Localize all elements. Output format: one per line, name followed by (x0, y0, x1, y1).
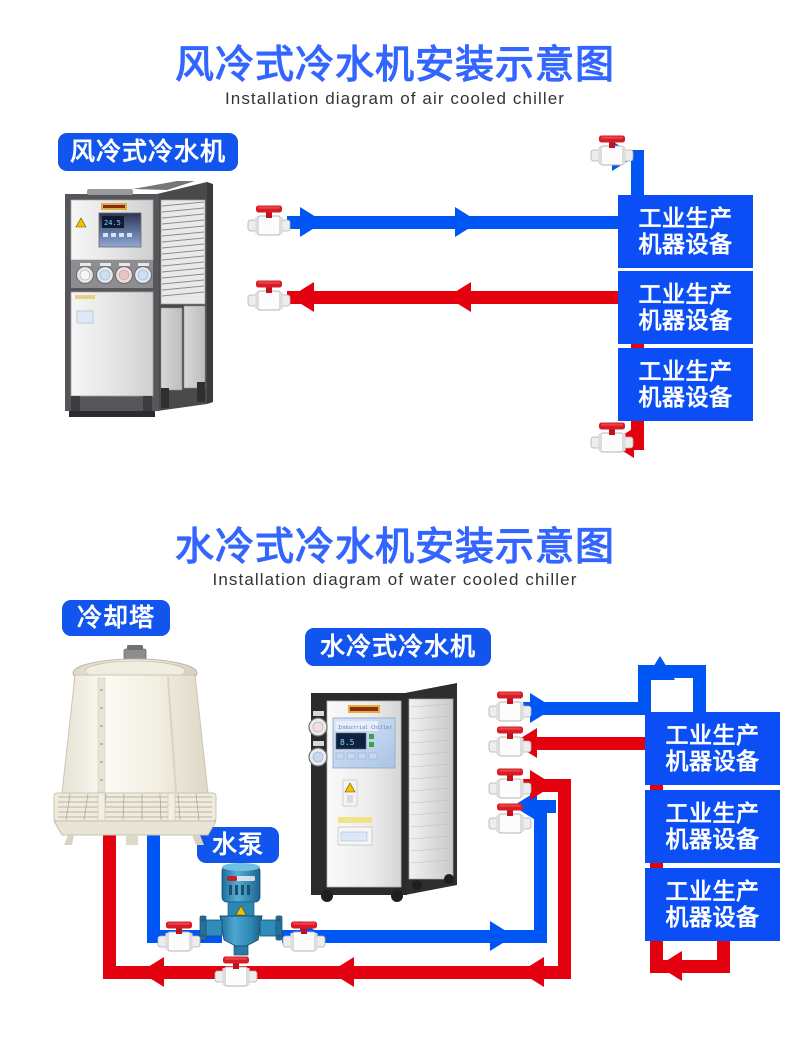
arrow-return-tower-b (330, 957, 354, 987)
equipment-box-2-3: 工业生产 机器设备 (645, 868, 780, 941)
valve-icon-condenser-in[interactable] (487, 802, 533, 836)
arrow-chilled-supply-up (645, 656, 675, 680)
arrow-return-1a (290, 282, 314, 312)
valve-icon-air-return[interactable] (246, 279, 292, 313)
air-cooled-chiller-image: 24.5 (65, 181, 213, 417)
cooling-tower-image (53, 645, 217, 845)
air-chiller-label: 风冷式冷水机 (58, 133, 238, 171)
arrow-return-1b (447, 282, 471, 312)
svg-text:Industrial Chiller: Industrial Chiller (338, 725, 392, 731)
svg-text:8.5: 8.5 (340, 738, 355, 747)
section-1-title-cn: 风冷式冷水机安装示意图 (174, 44, 615, 87)
pipe-chilled-supply-stub (523, 702, 651, 715)
equipment-box-1-2: 工业生产 机器设备 (618, 271, 753, 344)
pump-label: 水泵 (197, 827, 279, 863)
pipe-condenser-in-stub (534, 800, 556, 813)
pipe-chilled-return-stub (523, 737, 663, 750)
section-2-title-en: Installation diagram of water cooled chi… (212, 570, 578, 589)
equipment-box-line1: 工业生产 (638, 280, 733, 307)
equipment-box-line2: 机器设备 (665, 825, 760, 852)
equipment-box-line2: 机器设备 (638, 230, 733, 257)
equipment-box-1-1: 工业生产 机器设备 (618, 195, 753, 268)
arrow-pump-out-b (490, 921, 514, 951)
arrow-chilled-return-b (658, 951, 682, 981)
valve-icon-pump-drain[interactable] (213, 955, 259, 989)
equipment-box-1-3: 工业生产 机器设备 (618, 348, 753, 421)
arrow-condenser-out (530, 770, 554, 800)
arrow-supply-1a (300, 207, 324, 237)
water-pump-image (199, 863, 283, 956)
section-1-title-en: Installation diagram of air cooled chill… (224, 89, 566, 108)
equipment-box-line1: 工业生产 (665, 799, 760, 826)
equipment-box-line2: 机器设备 (638, 306, 733, 333)
pipe-pump-to-chiller (282, 930, 547, 943)
valve-icon-chilled-supply[interactable] (487, 690, 533, 724)
arrow-return-tower-c (520, 957, 544, 987)
equipment-box-line2: 机器设备 (665, 903, 760, 930)
valve-icon-air-supply[interactable] (246, 204, 292, 238)
equipment-box-line1: 工业生产 (665, 877, 760, 904)
equipment-box-line1: 工业生产 (638, 204, 733, 231)
valve-icon-chilled-return[interactable] (487, 725, 533, 759)
pipe-tower-supply-vertical (147, 833, 160, 937)
arrow-chilled-supply-a (530, 693, 554, 723)
valve-icon-condenser-out[interactable] (487, 767, 533, 801)
equipment-box-line1: 工业生产 (665, 721, 760, 748)
pipe-tower-return-vertical (103, 833, 116, 979)
water-cooled-chiller-image: Industrial Chiller 8.5 (308, 683, 457, 902)
equipment-box-2-1: 工业生产 机器设备 (645, 712, 780, 785)
equipment-box-line2: 机器设备 (665, 747, 760, 774)
arrow-return-tower-a (140, 957, 164, 987)
valve-icon-pump-inlet[interactable] (156, 920, 202, 954)
pipe-condenser-out-down (558, 779, 571, 972)
water-chiller-label: 水冷式冷水机 (305, 628, 491, 666)
svg-text:24.5: 24.5 (104, 219, 121, 227)
valve-icon-equipment-return[interactable] (589, 421, 635, 455)
equipment-box-line1: 工业生产 (638, 357, 733, 384)
section-2-title-cn: 水冷式冷水机安装示意图 (174, 526, 615, 569)
equipment-box-2-2: 工业生产 机器设备 (645, 790, 780, 863)
valve-icon-equipment-supply[interactable] (589, 134, 635, 168)
valve-icon-pump-outlet[interactable] (281, 920, 327, 954)
arrow-supply-1b (455, 207, 479, 237)
pipe-condenser-in-riser (534, 800, 547, 943)
equipment-box-line2: 机器设备 (638, 383, 733, 410)
cooling-tower-label: 冷却塔 (62, 600, 170, 636)
